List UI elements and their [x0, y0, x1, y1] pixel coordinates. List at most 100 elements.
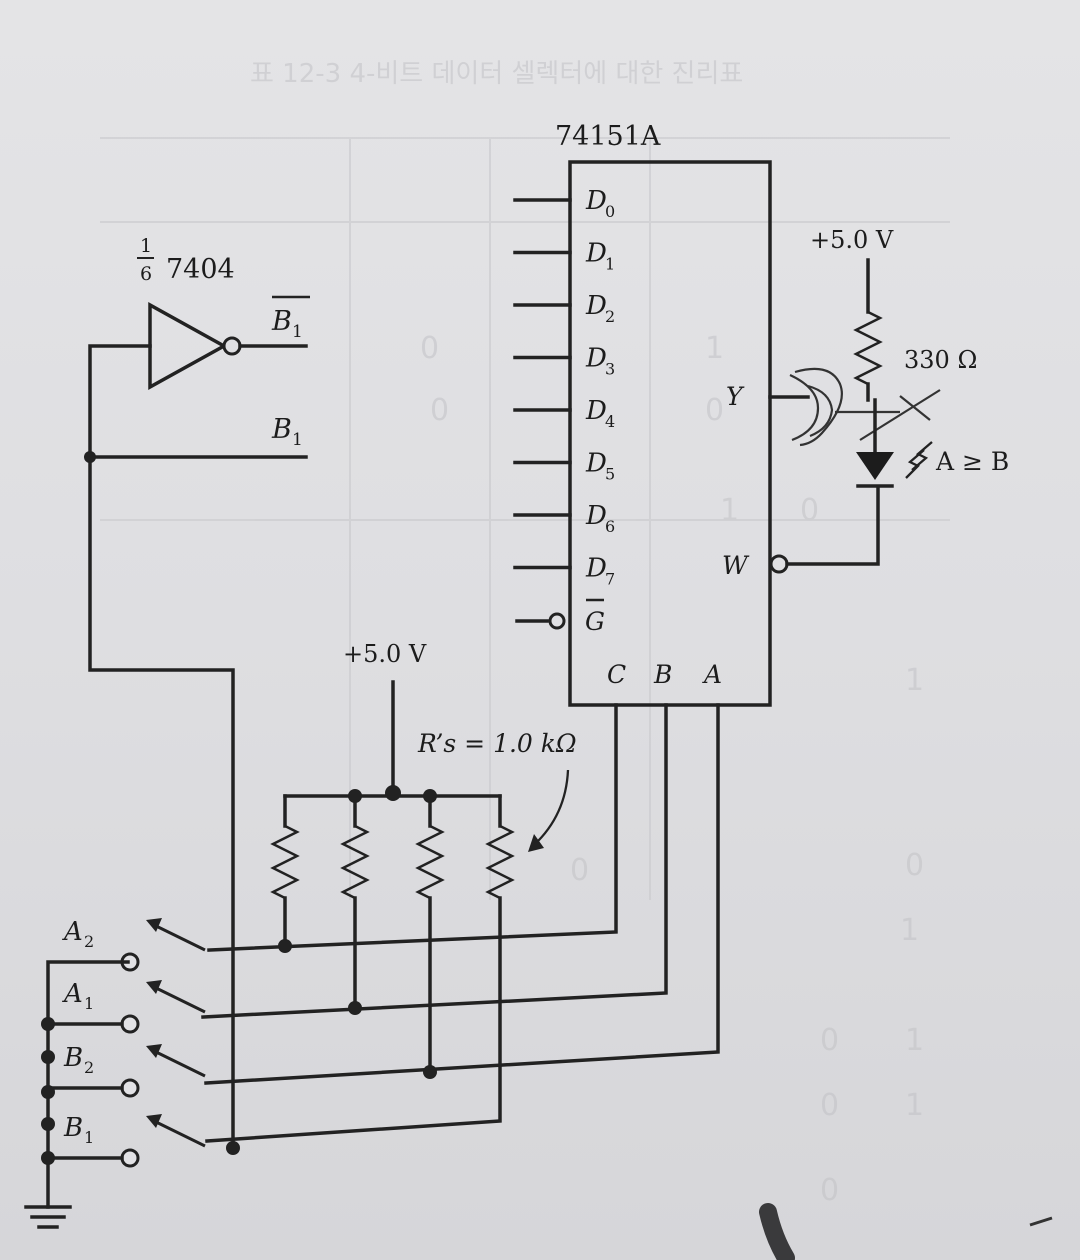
- pullup-junction-supply: [385, 785, 401, 801]
- switch-contact-3: [120, 1078, 140, 1098]
- switch-contact-4: [120, 1148, 140, 1168]
- switch-lever-1: [151, 922, 206, 952]
- b1-line-subscript: 1: [292, 430, 303, 450]
- output-w-wire: [785, 486, 880, 566]
- d6-subscript: 6: [605, 517, 615, 536]
- page-edge-mark: [1029, 1216, 1053, 1227]
- b1-line-letter: B: [271, 414, 292, 445]
- select-b-wire: [201, 703, 668, 1019]
- d3-label: D: [585, 344, 607, 374]
- d6-label: D: [585, 501, 607, 531]
- background-digit: 0: [570, 853, 589, 888]
- inverter-output-subscript: 1: [292, 322, 303, 342]
- inverter-gate-triangle: [148, 302, 228, 390]
- led-indicator-label: A ≥ B: [935, 447, 1009, 476]
- enable-label: G: [585, 607, 605, 636]
- background-digit: 0: [705, 393, 724, 428]
- inverter-output-letter: B: [271, 306, 292, 337]
- ground-icon: [24, 1205, 72, 1229]
- switch-lever-3: [151, 1048, 206, 1078]
- d0-label: D: [585, 186, 607, 216]
- inverter-output-bubble: [222, 336, 242, 356]
- switch-label-1: A: [62, 917, 83, 947]
- pen-tip-shadow: [759, 1203, 795, 1260]
- d7-subscript: 7: [605, 570, 615, 589]
- switch-label-3: B: [63, 1043, 83, 1073]
- pullup-label-arrowhead: [528, 834, 544, 852]
- background-digit: 1: [720, 493, 739, 528]
- pullup-label-pointer: [533, 769, 570, 846]
- switch-contact-2: [120, 1014, 140, 1034]
- supply-top-label: +5.0 V: [810, 226, 894, 254]
- background-digit: 0: [905, 848, 924, 883]
- background-digit: 0: [430, 393, 449, 428]
- switch-lever-2: [151, 984, 206, 1014]
- led-resistor-label: 330 Ω: [904, 346, 977, 374]
- switch-arrowhead-1: [146, 918, 162, 932]
- switch-subscript-1: 2: [84, 932, 94, 951]
- pullup-resistor-2: [340, 824, 370, 900]
- pullup-4-wire: [205, 896, 502, 1143]
- led-resistor-zigzag: [853, 310, 883, 386]
- switch-line-junction-4: [226, 1141, 240, 1155]
- background-digit: 1: [705, 331, 724, 366]
- background-digit: 1: [900, 913, 919, 948]
- d2-label: D: [585, 291, 607, 321]
- background-digit: 1: [905, 1023, 924, 1058]
- background-table: 표 12-3 4-비트 데이터 셀렉터에 대한 진리표 0 1 0 0 1 0 1 0 0 1 0 1…: [100, 59, 950, 1208]
- d4-label: D: [585, 396, 607, 426]
- background-table-title: 표 12-3 4-비트 데이터 셀렉터에 대한 진리표: [250, 59, 743, 89]
- d0-subscript: 0: [605, 202, 615, 221]
- select-c-wire: [207, 703, 618, 952]
- select-b-label: B: [653, 660, 672, 689]
- inverter-fraction-denominator: 6: [140, 263, 152, 285]
- pullup-resistor-3: [415, 824, 445, 900]
- ground-bus-wire: [46, 960, 130, 1209]
- led-light-arrows-icon: [905, 441, 933, 479]
- background-digit: 1: [905, 1088, 924, 1123]
- handwritten-marks: [789, 367, 941, 447]
- pullup-resistor-4: [485, 824, 515, 900]
- output-y-label: Y: [726, 382, 745, 411]
- chip-74151A-body: [568, 160, 772, 707]
- switch-label-4: B: [63, 1113, 83, 1143]
- switch-arrowhead-4: [146, 1114, 162, 1128]
- switch-label-2: A: [62, 979, 83, 1009]
- led-triangle: [856, 452, 894, 480]
- pullup-resistor-1: [270, 824, 300, 900]
- background-digit: 1: [905, 663, 924, 698]
- inverter-input-wire: [88, 344, 152, 459]
- output-w-inversion-bubble: [769, 554, 789, 574]
- background-digit: 0: [820, 1023, 839, 1058]
- inverter-fraction-numerator: 1: [140, 235, 152, 257]
- switch-lever-4: [151, 1118, 206, 1148]
- d3-subscript: 3: [605, 360, 615, 379]
- switch-subscript-2: 1: [84, 994, 94, 1013]
- pullup-resistance-label: R’s = 1.0 kΩ: [417, 729, 577, 758]
- switch-subscript-4: 1: [84, 1128, 94, 1147]
- supply-bottom-label: +5.0 V: [343, 640, 427, 668]
- d2-subscript: 2: [605, 307, 615, 326]
- inverter-part-label: 7404: [166, 254, 235, 285]
- switch-line-junction-3: [423, 1065, 437, 1079]
- b1-signal-wire: [88, 455, 235, 1150]
- d5-subscript: 5: [605, 465, 615, 484]
- d7-label: D: [585, 554, 607, 584]
- switch-arrowhead-3: [146, 1044, 162, 1058]
- pullup-resistors: [205, 794, 515, 1155]
- switch-arrowhead-2: [146, 980, 162, 994]
- d4-subscript: 4: [605, 412, 615, 431]
- d1-subscript: 1: [605, 255, 615, 274]
- select-c-label: C: [607, 660, 626, 689]
- select-a-wire: [204, 703, 720, 1085]
- background-digit: 0: [420, 331, 439, 366]
- d1-label: D: [585, 239, 607, 269]
- enable-inversion-bubble: [548, 612, 566, 630]
